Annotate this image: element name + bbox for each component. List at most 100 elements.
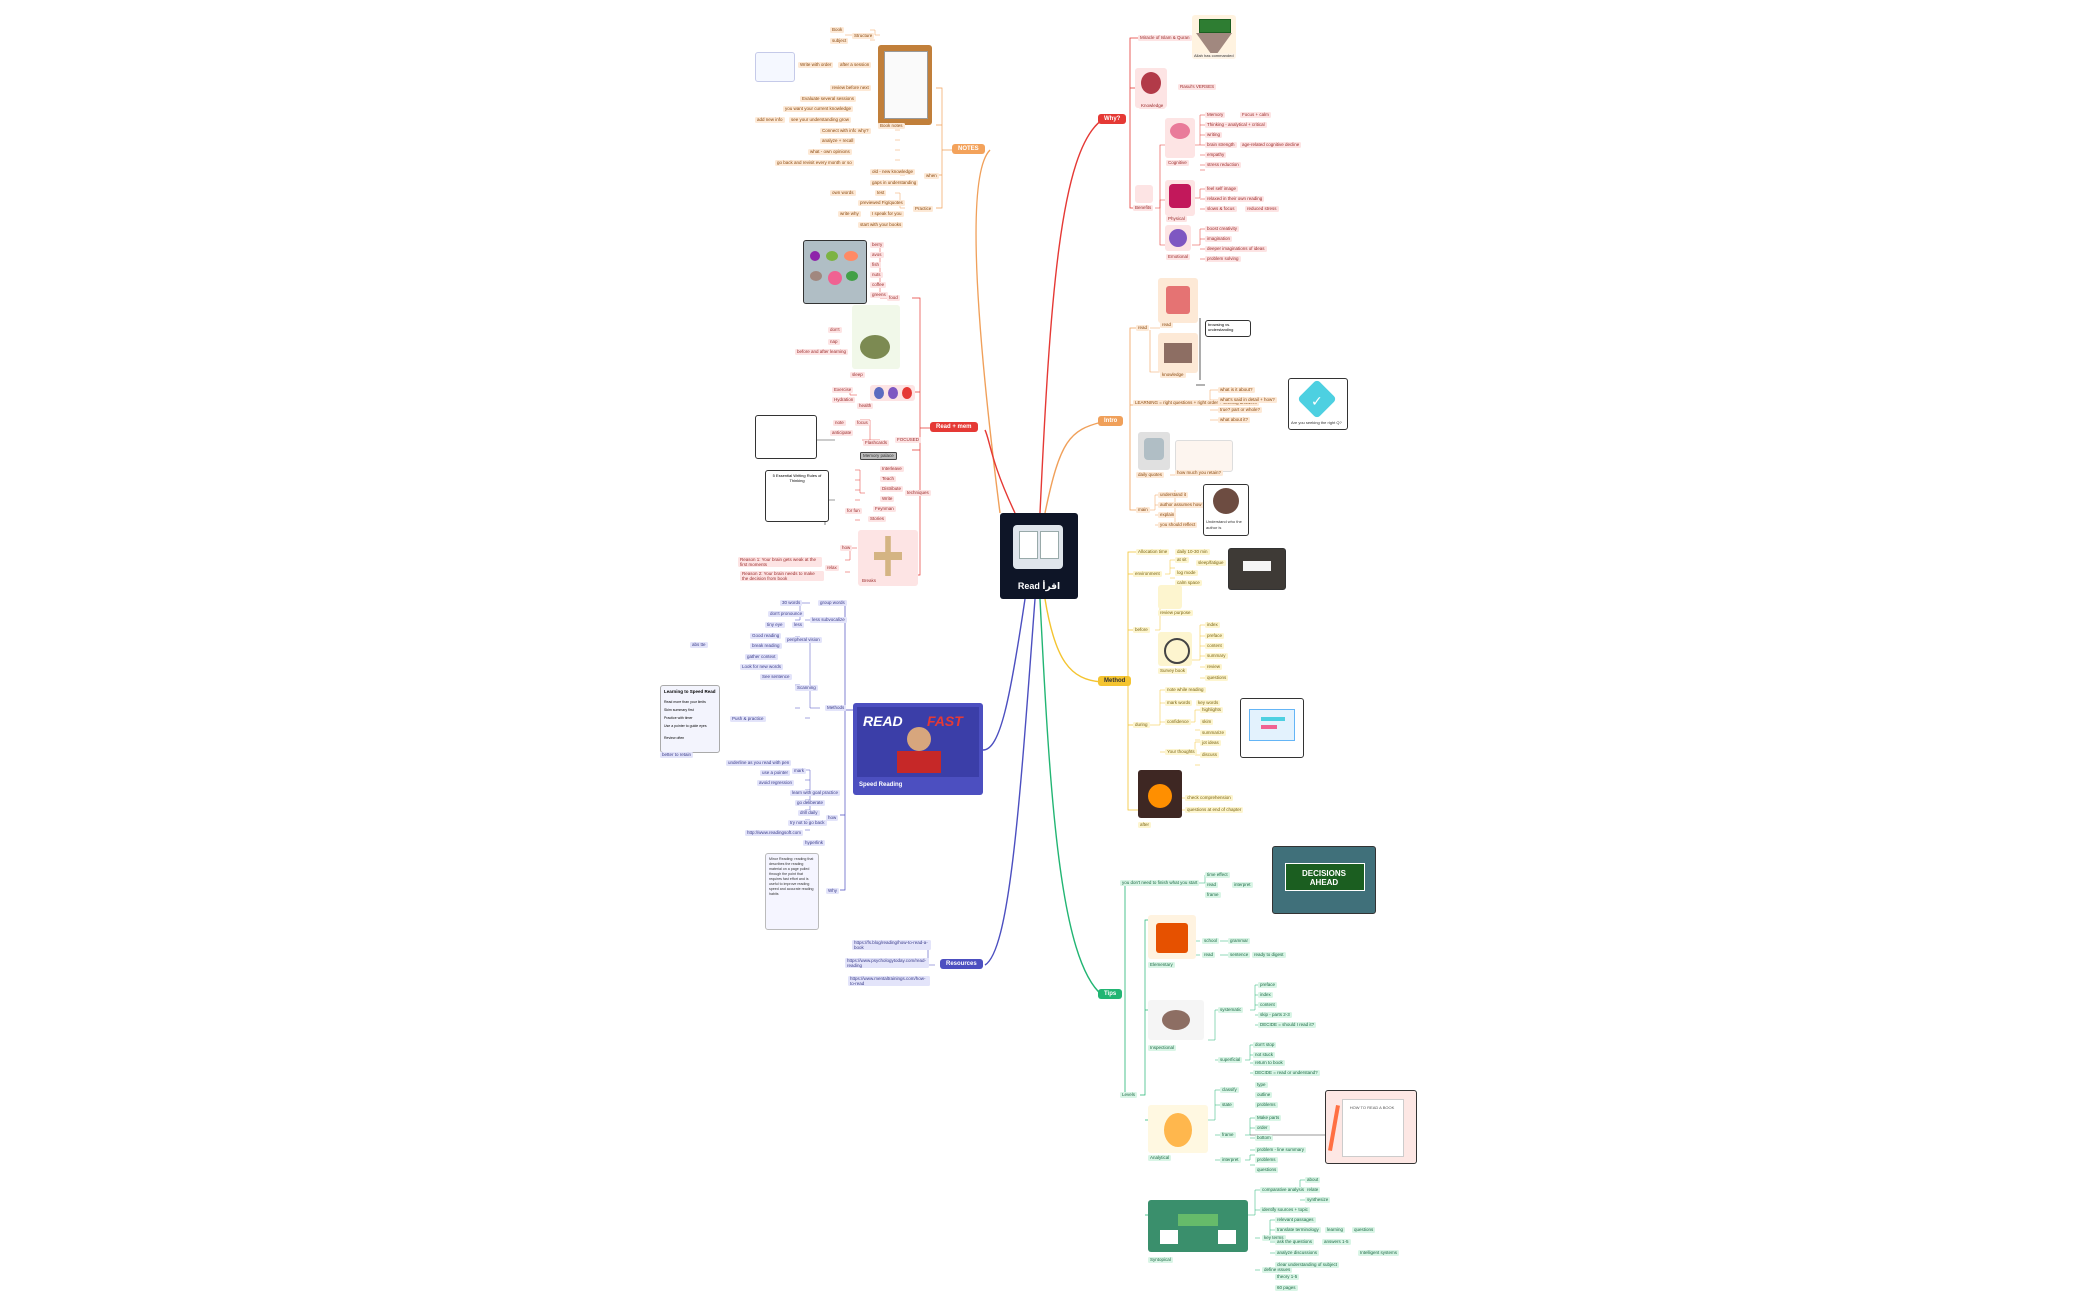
notes-book-notes[interactable]: Book notes [878,123,905,129]
notes-practice[interactable]: Practice [913,206,934,212]
rm-relax[interactable]: relax [825,565,839,571]
review-item[interactable]: Distribute [880,486,904,492]
syn-sub[interactable]: ask the questions [1275,1239,1315,1245]
speed-left[interactable]: See sentence [760,674,792,680]
intro-knowledge[interactable]: knowledge [1160,372,1186,378]
notes-subject[interactable]: subject [830,38,849,44]
speed-low[interactable]: underline as you read with pen [726,760,792,766]
intro-how-much[interactable]: how much you retain? [1175,470,1224,476]
env-extra[interactable]: sleep/fatigue [1196,560,1226,566]
food-item[interactable]: coffee [870,282,887,288]
speed-mid[interactable]: peripheral vision [785,637,822,643]
speed-note-small[interactable]: better to retain [660,752,694,758]
sup-sub[interactable]: not stuck [1253,1052,1276,1058]
intro-question[interactable]: what's said in detail + how? [1218,397,1277,403]
ana-sub[interactable]: outline [1255,1092,1273,1098]
during-item[interactable]: key words [1196,700,1221,706]
emo-item[interactable]: imagination [1205,236,1233,242]
insp-superficial[interactable]: superficial [1218,1057,1243,1063]
syn-more[interactable]: learning [1325,1227,1346,1233]
review-item[interactable]: Write [880,496,895,502]
intro-main-item[interactable]: explain [1158,512,1177,518]
cog-item[interactable]: stress reduction [1205,162,1241,168]
notes-item[interactable]: Evaluate several sessions [800,96,857,102]
tips-syntopical[interactable]: Syntopical [1148,1257,1173,1263]
branch-why[interactable]: Why? [1098,114,1127,124]
notes-item[interactable]: go back and revisit every month or so [775,160,854,166]
why-emotional[interactable]: Emotional [1166,254,1191,260]
food-item[interactable]: nuts [870,272,883,278]
food-item[interactable]: greens [870,292,888,298]
cog-focus-calm[interactable]: Focus + calm [1240,112,1271,118]
intro-question[interactable]: what is it about? [1218,387,1255,393]
method-alloc-value[interactable]: daily 10-30 min [1175,549,1210,555]
food-item[interactable]: fish [870,262,882,268]
phys-item[interactable]: slows & focus [1205,206,1237,212]
branch-intro[interactable]: Intro [1098,416,1124,426]
insp-sub[interactable]: index [1258,992,1273,998]
speed-mid[interactable]: less subvocalize [810,617,847,623]
ana-item[interactable]: interpret [1220,1157,1241,1163]
speed-reading-card[interactable]: READ FAST Speed Reading [853,703,983,795]
speed-mid[interactable]: group words [818,600,847,606]
emo-item[interactable]: boost creativity [1205,226,1240,232]
when-item[interactable]: old - new knowledge [870,169,916,175]
syn-more[interactable]: clear understanding of subject [1275,1262,1340,1268]
resource-link[interactable]: https://www.mentaltrainings.com/how-to-r… [848,976,930,986]
ana-sub[interactable]: questions [1255,1167,1279,1173]
sup-sub[interactable]: don't stop [1253,1042,1277,1048]
health-item[interactable]: Hydration [832,397,856,403]
during-item[interactable]: highlights [1200,707,1224,713]
syn-more[interactable]: questions [1352,1227,1376,1233]
elem-item[interactable]: read [1202,952,1216,958]
focus-item[interactable]: anticipate [830,430,854,436]
review-item[interactable]: Teach [880,476,897,482]
method-survey[interactable]: Survey book [1158,668,1188,674]
review-item[interactable]: Stories [868,516,887,522]
survey-item[interactable]: content [1205,643,1224,649]
intro-main-item[interactable]: author assumes how true? [1158,502,1216,508]
when-item[interactable]: gaps in understanding [870,180,919,186]
syn-sub[interactable]: analyze discussions [1275,1250,1320,1256]
speed-low[interactable]: drill daily [798,810,820,816]
focus-item[interactable]: Flashcards [863,440,890,446]
speed-low[interactable]: http://www.readingsoft.com [745,830,804,836]
ana-sub[interactable]: problems [1255,1102,1278,1108]
insp-systematic[interactable]: systematic [1218,1007,1244,1013]
notes-write-why[interactable]: write why [838,211,861,217]
ana-sub[interactable]: order [1255,1125,1270,1131]
sup-sub[interactable]: return to book [1253,1060,1285,1066]
env-item[interactable]: at sit [1175,557,1189,563]
break-reason[interactable]: Reason 1: Your brain gets weak at the fi… [738,557,822,567]
speed-left[interactable]: gather context [745,654,778,660]
insp-sub[interactable]: DECIDE = should I read it? [1258,1022,1317,1028]
during-item[interactable]: summarize [1200,730,1227,736]
why-benefits[interactable]: Benefits [1133,205,1154,211]
notes-item[interactable]: what - own opinions [808,149,852,155]
method-after[interactable]: after [1138,822,1152,828]
intro-main-item[interactable]: understand it [1158,492,1189,498]
practice-item[interactable]: test [875,190,887,196]
speed-left[interactable]: less [792,622,805,628]
tips-elementary[interactable]: Elementary [1148,962,1175,968]
food-item[interactable]: avos [870,252,884,258]
after-item[interactable]: questions at end of chapter [1185,807,1244,813]
tips-option[interactable]: frame [1205,892,1221,898]
tips-inspectional[interactable]: Inspectional [1148,1045,1177,1051]
practice-item[interactable]: I speak for you [870,211,904,217]
tips-intro[interactable]: you don't need to finish what you start [1120,880,1200,886]
intro-main[interactable]: main [1136,507,1150,513]
speed-why[interactable]: Why [826,888,839,894]
speed-low[interactable]: use a pointer [760,770,791,776]
ana-item[interactable]: classify [1220,1087,1239,1093]
syn-item[interactable]: define issues [1262,1267,1293,1273]
notes-item[interactable]: you want your current knowledge [783,106,854,112]
focus-item[interactable]: note [833,420,846,426]
method-discuss[interactable]: discuss [1200,752,1220,758]
branch-method[interactable]: Method [1098,676,1132,686]
method-during[interactable]: during [1133,722,1150,728]
env-item[interactable]: calm space [1175,580,1202,586]
insp-sub[interactable]: preface [1258,982,1278,988]
rm-techniques[interactable]: techniques [905,490,931,496]
emo-item[interactable]: problem solving [1205,256,1241,262]
